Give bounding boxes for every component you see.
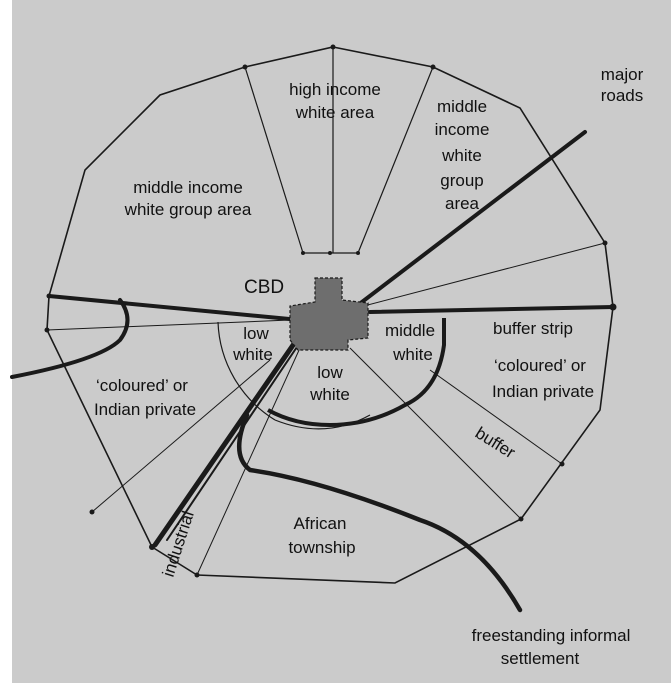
- svg-text:white area: white area: [295, 103, 375, 122]
- high-income-label: high income white area: [289, 80, 381, 122]
- svg-text:‘coloured’ or: ‘coloured’ or: [494, 356, 586, 375]
- cbd-block: [289, 277, 369, 351]
- svg-text:white group area: white group area: [124, 200, 252, 219]
- industrial-label: industrial: [159, 509, 198, 580]
- svg-text:middle income: middle income: [133, 178, 243, 197]
- svg-text:low: low: [243, 324, 269, 343]
- low-white-center-label: low white: [309, 363, 350, 404]
- svg-text:group: group: [440, 171, 483, 190]
- svg-text:major: major: [601, 65, 644, 84]
- middle-income-ne-label: middle income white group area: [435, 97, 490, 213]
- wedge-dots: [301, 251, 360, 255]
- low-white-left-label: low white: [232, 324, 273, 364]
- svg-text:settlement: settlement: [501, 649, 580, 668]
- svg-text:Indian private: Indian private: [94, 400, 196, 419]
- buffer-strip-label: buffer strip: [493, 319, 573, 338]
- svg-text:middle: middle: [437, 97, 487, 116]
- svg-text:white: white: [309, 385, 350, 404]
- buffer-label: buffer: [472, 423, 519, 462]
- coloured-right-label: ‘coloured’ or Indian private: [492, 356, 594, 401]
- svg-text:area: area: [445, 194, 480, 213]
- svg-text:Indian private: Indian private: [492, 382, 594, 401]
- cbd-label: CBD: [244, 277, 284, 298]
- svg-text:high income: high income: [289, 80, 381, 99]
- middle-white-label: middle white: [385, 321, 435, 364]
- svg-text:roads: roads: [601, 86, 644, 105]
- svg-text:low: low: [317, 363, 343, 382]
- informal-settlement-label: freestanding informal settlement: [472, 626, 631, 668]
- major-roads: [10, 130, 615, 613]
- coloured-left-label: ‘coloured’ or Indian private: [94, 376, 196, 419]
- svg-text:white: white: [441, 146, 482, 165]
- svg-text:township: township: [288, 538, 355, 557]
- high-income-wedge: [244, 47, 434, 254]
- svg-text:white: white: [232, 345, 273, 364]
- major-roads-label: major roads: [601, 65, 644, 105]
- middle-income-nw-label: middle income white group area: [124, 178, 252, 219]
- sector-lines: [46, 242, 606, 576]
- svg-text:white: white: [392, 345, 433, 364]
- svg-text:African: African: [294, 514, 347, 533]
- svg-text:‘coloured’ or: ‘coloured’ or: [96, 376, 188, 395]
- svg-text:freestanding informal: freestanding informal: [472, 626, 631, 645]
- inner-zone-arcs: [217, 321, 371, 430]
- buffer-ring-road: [267, 318, 446, 428]
- african-township-label: African township: [288, 514, 355, 557]
- city-boundary: [46, 46, 614, 584]
- svg-text:income: income: [435, 120, 490, 139]
- svg-text:middle: middle: [385, 321, 435, 340]
